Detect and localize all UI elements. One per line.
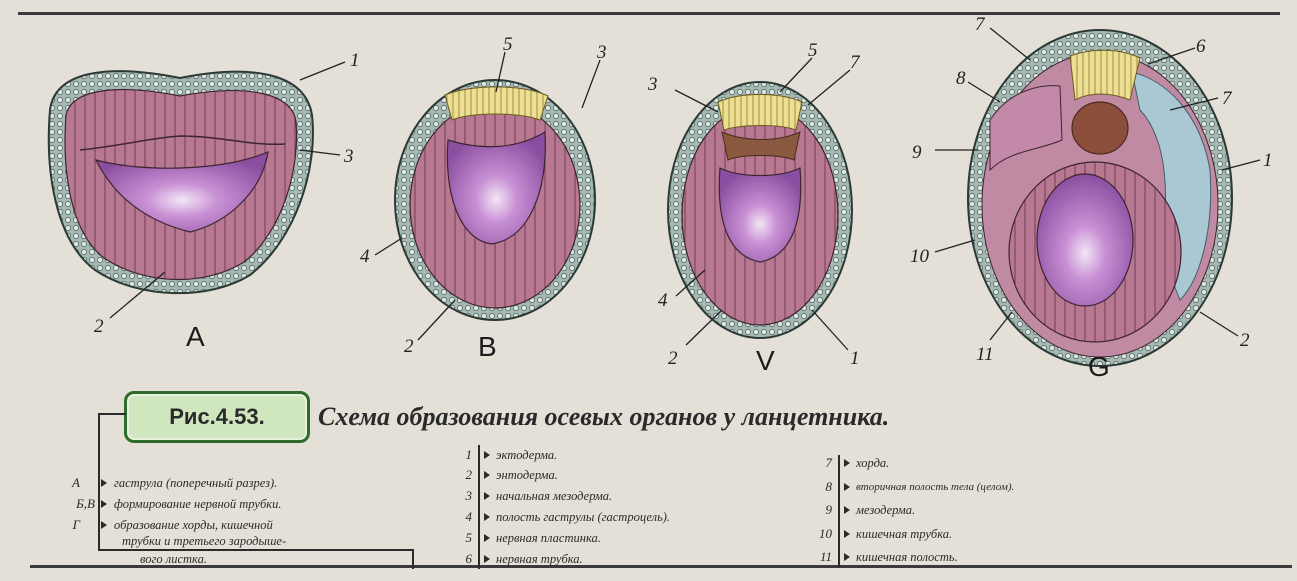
label-b-3: 3 (596, 42, 607, 63)
legend-mid-key: 1 (452, 448, 472, 462)
label-a-2: 2 (94, 316, 104, 337)
legend-right-key: 8 (806, 480, 832, 494)
legend-left-text: формирование нервной трубки. (114, 497, 281, 511)
legend-mid-text: нервная пластинка. (496, 531, 601, 545)
legend-mid-key: 5 (452, 531, 472, 545)
legend-left-text: гаструла (поперечный разрез). (114, 476, 277, 490)
legend-mid-text: энтодерма. (496, 468, 558, 482)
arrow-icon (484, 471, 490, 479)
arrow-icon (844, 506, 850, 514)
legend-left-text: образование хорды, кишечной (114, 518, 273, 532)
legend-mid-key: 2 (452, 468, 472, 482)
legend-mid-key: 6 (452, 552, 472, 566)
panel-letter-a: A (186, 321, 205, 352)
legend-mid-text: начальная мезодерма. (496, 489, 612, 503)
legend-left-text: вого листка. (140, 552, 207, 566)
panel-g-axial-organs (935, 28, 1260, 366)
legend-mid-rule (478, 445, 480, 569)
arrow-icon (101, 500, 107, 508)
label-g-9: 9 (912, 142, 922, 163)
legend-connector (412, 549, 414, 569)
arrow-icon (844, 530, 850, 538)
legend-left-key: Г (40, 518, 80, 532)
label-v-7: 7 (850, 52, 861, 73)
label-v-3: 3 (647, 74, 658, 95)
legend-mid-key: 3 (452, 489, 472, 503)
arrow-icon (101, 521, 107, 529)
label-a-3: 3 (343, 146, 354, 167)
arrow-icon (484, 534, 490, 542)
label-b-5: 5 (503, 34, 513, 55)
legend-left-key: А (40, 476, 80, 490)
panel-v-neurula (668, 58, 852, 350)
label-b-4: 4 (360, 246, 370, 267)
panel-a-gastrula (49, 62, 345, 318)
legend-right-key: 7 (806, 456, 832, 470)
legend-left-text: трубки и третьего зародыше- (122, 534, 286, 548)
arrow-icon (484, 451, 490, 459)
label-g-2: 2 (1240, 330, 1250, 351)
label-v-2: 2 (668, 348, 678, 369)
label-g-7b: 7 (1222, 88, 1233, 109)
label-b-2: 2 (404, 336, 414, 357)
legend-right-key: 9 (806, 503, 832, 517)
label-g-11: 11 (976, 344, 994, 365)
figure-title: Схема образования осевых органов у ланце… (318, 402, 889, 432)
legend-right-text: вторичная полость тела (целом). (856, 480, 1014, 494)
legend-right-key: 10 (806, 527, 832, 541)
legend-right-key: 11 (806, 550, 832, 564)
legend-mid-text: полость гаструлы (гастроцель). (496, 510, 670, 524)
label-g-8: 8 (956, 68, 966, 89)
label-v-1: 1 (850, 348, 860, 369)
panel-letter-g: G (1088, 351, 1110, 382)
legend-mid-key: 4 (452, 510, 472, 524)
legend-right-text: хорда. (856, 456, 889, 470)
legend-connector (98, 549, 413, 551)
label-v-4: 4 (658, 290, 668, 311)
legend-connector (98, 413, 126, 415)
legend-right-text: кишечная трубка. (856, 527, 952, 541)
legend-left-key: Б,В (40, 497, 95, 511)
legend-mid-text: эктодерма. (496, 448, 557, 462)
label-g-10: 10 (910, 246, 930, 267)
arrow-icon (484, 513, 490, 521)
label-g-7a: 7 (975, 14, 986, 35)
label-g-6: 6 (1196, 36, 1206, 57)
arrow-icon (484, 555, 490, 563)
label-a-1: 1 (350, 50, 360, 71)
panel-b-neurula (375, 52, 600, 340)
panel-letter-v: V (756, 345, 775, 376)
arrow-icon (844, 483, 850, 491)
arrow-icon (844, 553, 850, 561)
label-v-5: 5 (808, 40, 818, 61)
figure-number-badge: Рис.4.53. (124, 391, 310, 443)
arrow-icon (101, 479, 107, 487)
legend-connector (98, 413, 100, 550)
legend-right-text: мезодерма. (856, 503, 915, 517)
arrow-icon (484, 492, 490, 500)
legend-right-rule (838, 455, 840, 567)
legend-right-text: кишечная полость. (856, 550, 958, 564)
arrow-icon (844, 459, 850, 467)
panel-letter-b: B (478, 331, 497, 362)
label-g-1: 1 (1263, 150, 1273, 171)
legend-mid-text: нервная трубка. (496, 552, 583, 566)
